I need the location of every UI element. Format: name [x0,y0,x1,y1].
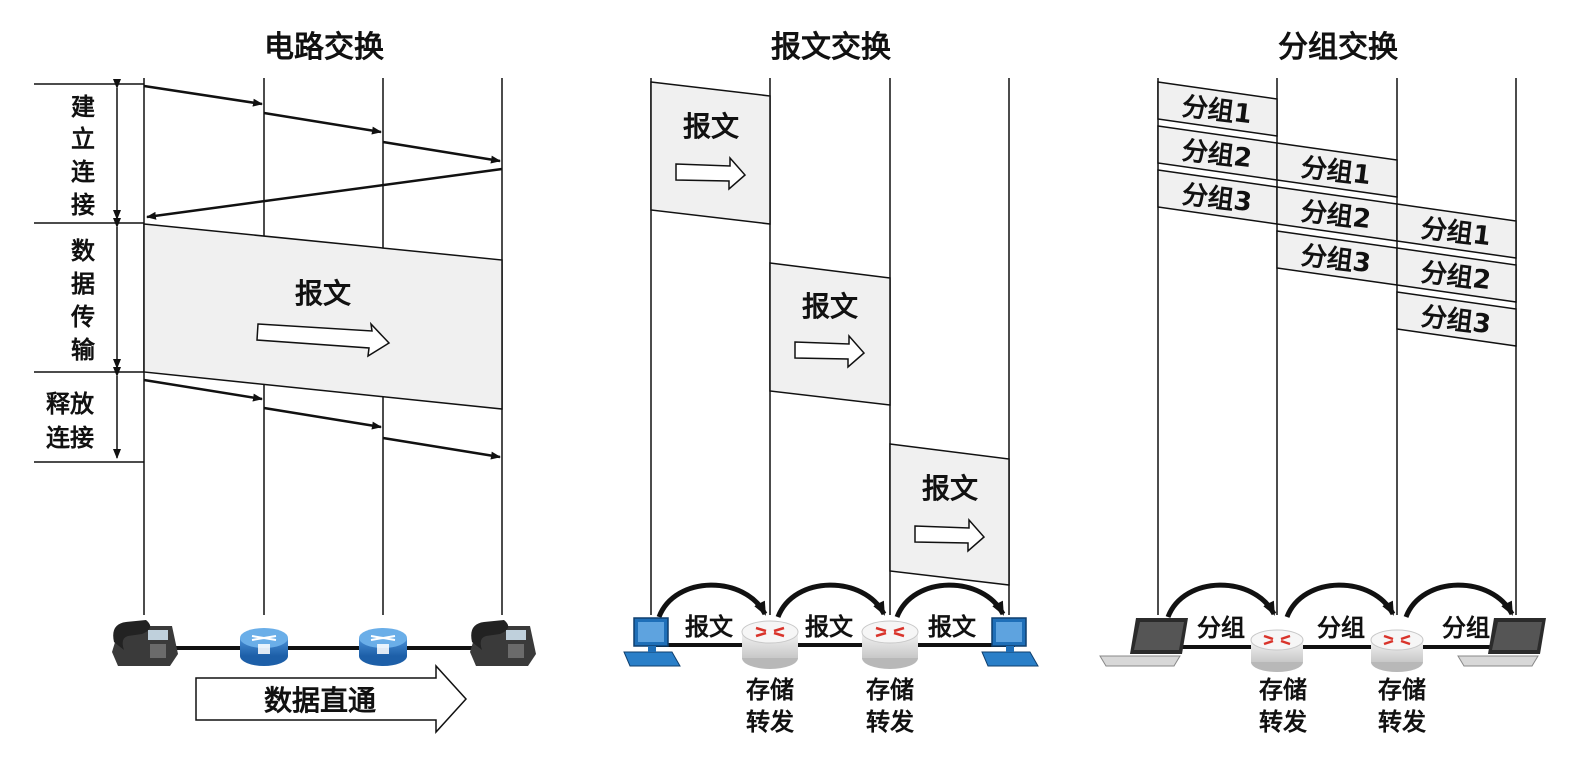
computer-icon [981,617,1039,667]
phase-transfer-label: 数 据 传 输 [70,237,96,364]
store-forward-label: 存储 [866,676,914,704]
circuit-panel: 电路交换 建 立 连 接 数 据 传 输 释放 连接 [34,30,536,734]
setup-signal-arrow [143,84,263,107]
phase-release-label: 释放 连接 [46,390,95,452]
store-forward-label: 存储 [746,676,794,704]
svg-text:连接: 连接 [46,424,94,452]
computer-icon [623,617,681,667]
telephone-icon [470,620,536,666]
router-icon [861,620,919,669]
router-icon [1250,629,1304,672]
packet-block [1396,247,1517,303]
packet-block [1157,81,1278,137]
packet-panel: 分组交换 分组1 分组2 分组3 分组1 分组2 分组3 分组1 分组2 分组3… [1099,30,1546,736]
circuit-title: 电路交换 [264,30,385,65]
svg-text:据: 据 [71,270,95,298]
ack-signal-arrow [146,167,503,220]
switch-icon [240,628,288,666]
phase-setup-label: 建 立 连 接 [71,93,96,219]
packet-block [1396,203,1517,259]
hop-arrow [1165,582,1277,619]
message-block [769,262,891,406]
svg-text:释放: 释放 [46,390,95,418]
message-band [143,223,503,410]
packet-title: 分组交换 [1278,30,1399,65]
telephone-icon [112,620,178,666]
release-signal-arrow [382,436,501,460]
setup-signal-arrow [263,111,382,135]
svg-text:立: 立 [71,125,95,153]
svg-text:接: 接 [71,191,95,219]
message-block [650,81,771,225]
link-label: 报文 [685,613,734,641]
svg-text:连: 连 [71,158,96,186]
message-label: 报文 [295,277,351,310]
laptop-icon [1099,618,1188,667]
hop-arrow [1284,582,1396,619]
store-forward-label: 转发 [1259,708,1307,736]
link-label: 分组 [1197,614,1245,642]
setup-signal-arrow [382,140,501,164]
hop-arrow [1403,582,1515,619]
direct-arrow-icon [195,664,468,734]
laptop-icon [1457,618,1546,667]
link-label: 分组 [1442,614,1490,642]
svg-text:建: 建 [71,93,95,121]
direction-arrow-icon [256,321,391,358]
store-forward-label: 存储 [1259,676,1307,704]
switch-icon [359,628,407,666]
direction-arrow-icon [675,156,747,191]
hop-arrow [894,582,1006,619]
store-forward-label: 存储 [1378,676,1426,704]
store-forward-label: 转发 [866,708,914,736]
message-block-label: 报文 [683,110,739,143]
svg-text:输: 输 [71,336,96,364]
svg-text:传: 传 [70,303,95,331]
message-block-label: 报文 [802,290,858,323]
hop-arrow [775,582,887,619]
packet-block [1276,142,1398,198]
link-label: 分组 [1317,614,1365,642]
packet-block [1396,291,1517,347]
store-forward-label: 转发 [746,708,794,736]
svg-text:数: 数 [71,237,96,265]
link-label: 报文 [928,613,977,641]
release-signal-arrow [143,378,263,402]
store-forward-label: 转发 [1378,708,1426,736]
release-signal-arrow [263,406,382,430]
direction-arrow-icon [794,334,866,369]
direction-arrow-icon [914,518,986,553]
message-block-label: 报文 [922,472,978,505]
message-title: 报文交换 [771,30,892,65]
hop-arrow [656,582,768,619]
router-icon [1370,629,1424,672]
direct-label: 数据直通 [264,684,376,717]
message-block [889,443,1010,586]
router-icon [741,620,799,669]
link-label: 报文 [805,613,854,641]
message-panel: 报文交换 报文 报文 报文 报文 报文 报文 [623,30,1039,736]
